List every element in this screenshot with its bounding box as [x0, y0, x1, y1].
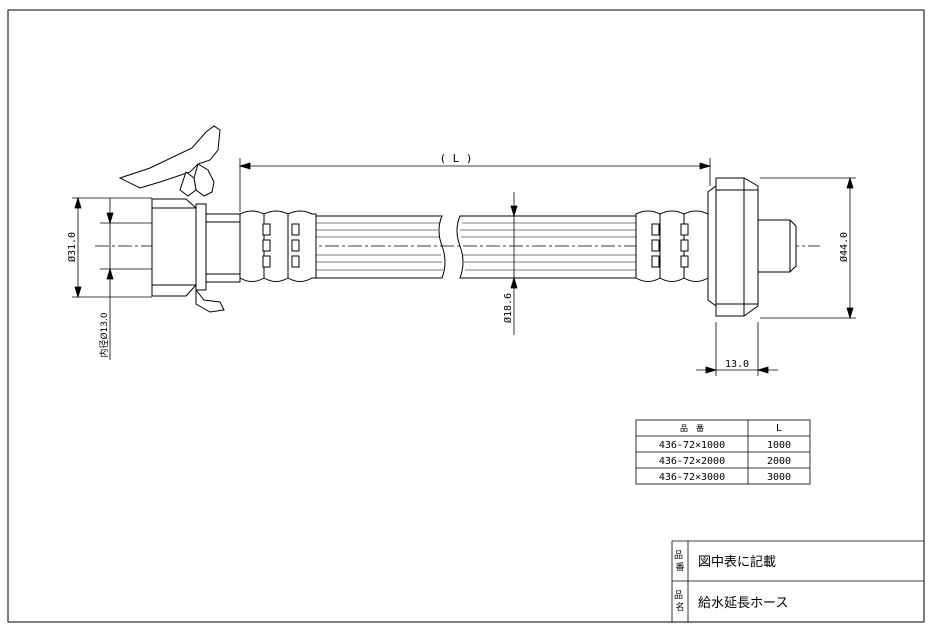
right-fitting: [707, 177, 797, 317]
spec-table: [635, 419, 811, 485]
dim-hose: [510, 192, 518, 335]
spec-row-2-part: 436-72×2000: [659, 456, 725, 467]
spec-row-3-part: 436-72×3000: [659, 472, 725, 483]
part-number-value: 図中表に記載: [698, 554, 776, 570]
left-outer-label: Ø31.0: [66, 232, 78, 262]
product-name-label: 品 名: [674, 590, 686, 613]
right-grip: [635, 210, 709, 282]
hose-dia-label: Ø18.6: [502, 293, 514, 323]
product-name-value: 給水延長ホース: [698, 596, 788, 611]
dim-right-width: [696, 322, 778, 376]
dim-inner: [100, 198, 152, 360]
right-outer-label: Ø44.0: [838, 232, 850, 262]
title-block: [671, 540, 924, 622]
spec-row-3-length: 3000: [767, 472, 791, 483]
left-grip: [239, 210, 317, 282]
inner-dia-label: 内径Ø13.0: [98, 312, 110, 357]
right-width-label: 13.0: [725, 359, 749, 370]
spec-row-1-length: 1000: [767, 440, 791, 451]
spec-row-1-part: 436-72×1000: [659, 440, 725, 451]
sheet-border: [7, 9, 925, 623]
length-label: ( L ): [439, 152, 472, 165]
dim-length: [238, 158, 712, 212]
left-coupling: [118, 125, 241, 313]
hose-body: [316, 215, 636, 279]
dim-right-outer: [760, 176, 856, 320]
spec-header-part: 品 番: [680, 423, 704, 433]
spec-header-length: L: [776, 423, 782, 434]
part-number-label: 品 番: [674, 550, 686, 573]
spec-row-2-length: 2000: [767, 456, 791, 467]
dim-left-outer: [72, 196, 152, 299]
